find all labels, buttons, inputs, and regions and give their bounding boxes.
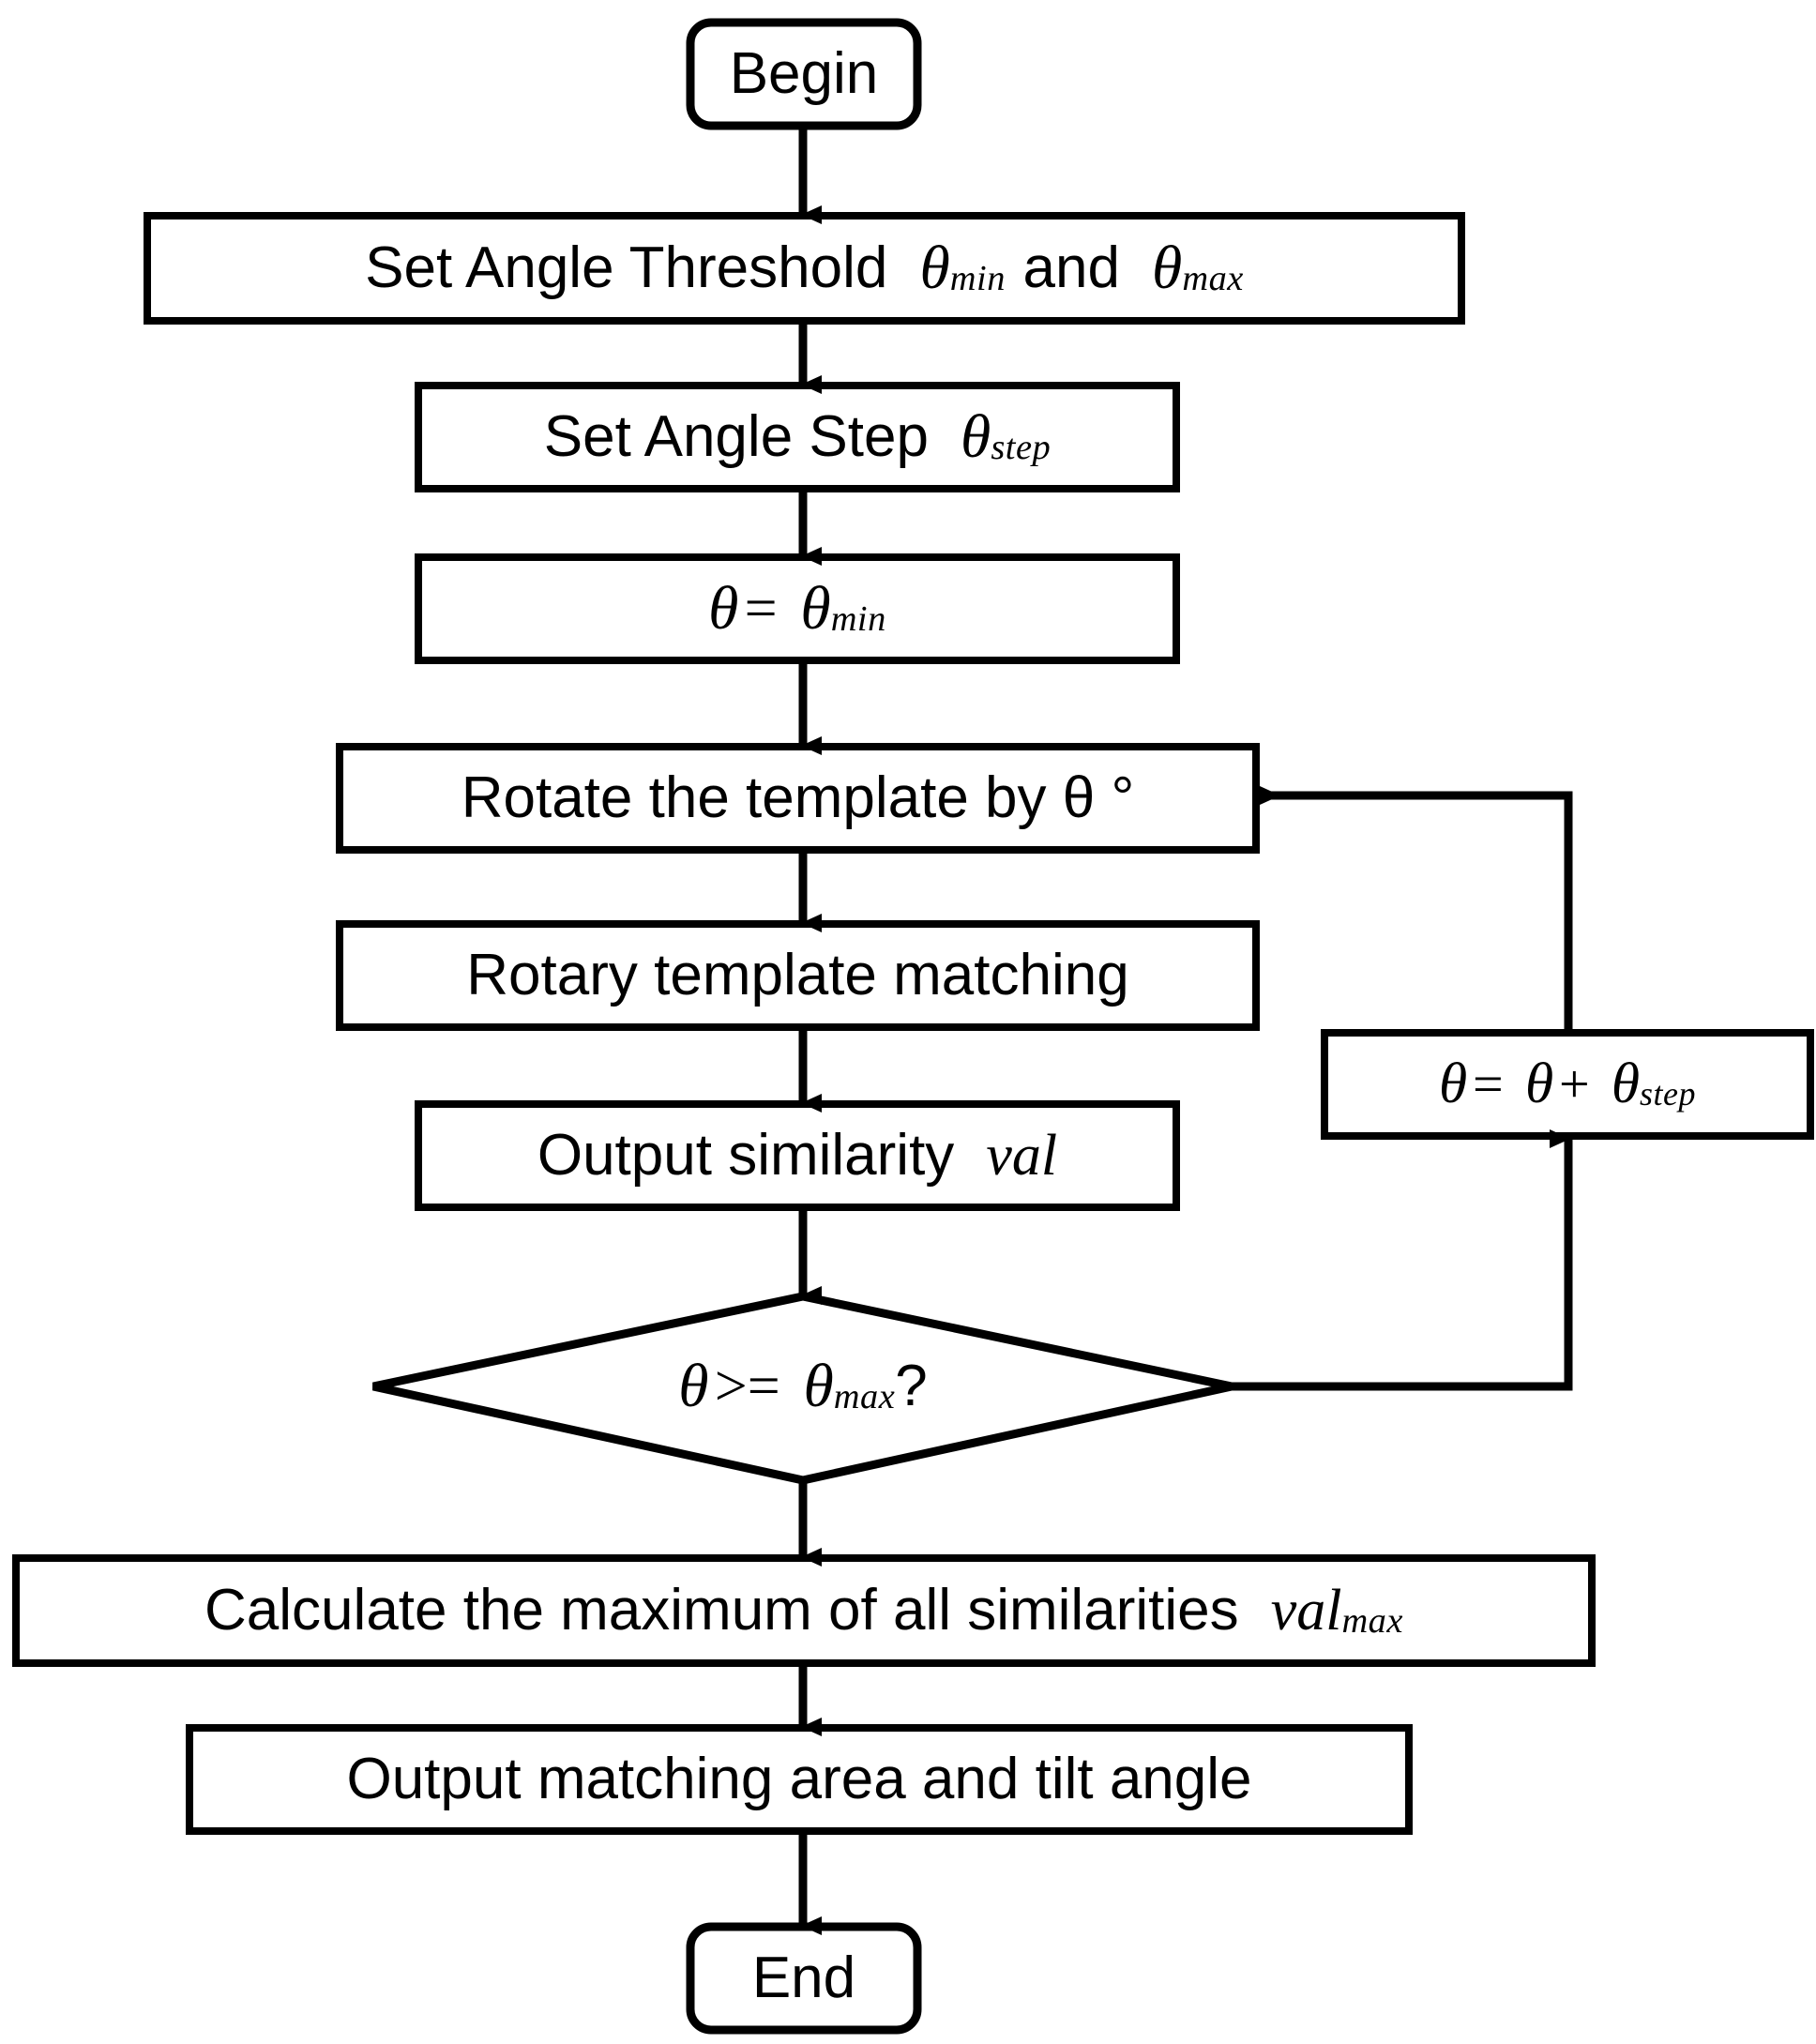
edge-increment-to-rotate <box>1260 786 1573 1033</box>
node-init-theta-shape <box>415 553 1180 664</box>
node-calc-max-shape <box>12 1554 1596 1667</box>
node-set-step-shape <box>415 382 1180 492</box>
node-output-val-shape <box>415 1100 1180 1211</box>
node-begin-shape <box>686 18 922 130</box>
node-decision-shape <box>372 1292 1233 1485</box>
node-match-shape <box>336 920 1260 1031</box>
node-set-threshold-shape <box>144 212 1465 325</box>
node-rotate-shape <box>336 743 1260 854</box>
node-increment-shape <box>1321 1029 1814 1140</box>
edge-decision-to-increment <box>1232 1129 1573 1391</box>
node-end-shape <box>686 1922 922 2035</box>
node-output-area-shape <box>186 1724 1413 1835</box>
